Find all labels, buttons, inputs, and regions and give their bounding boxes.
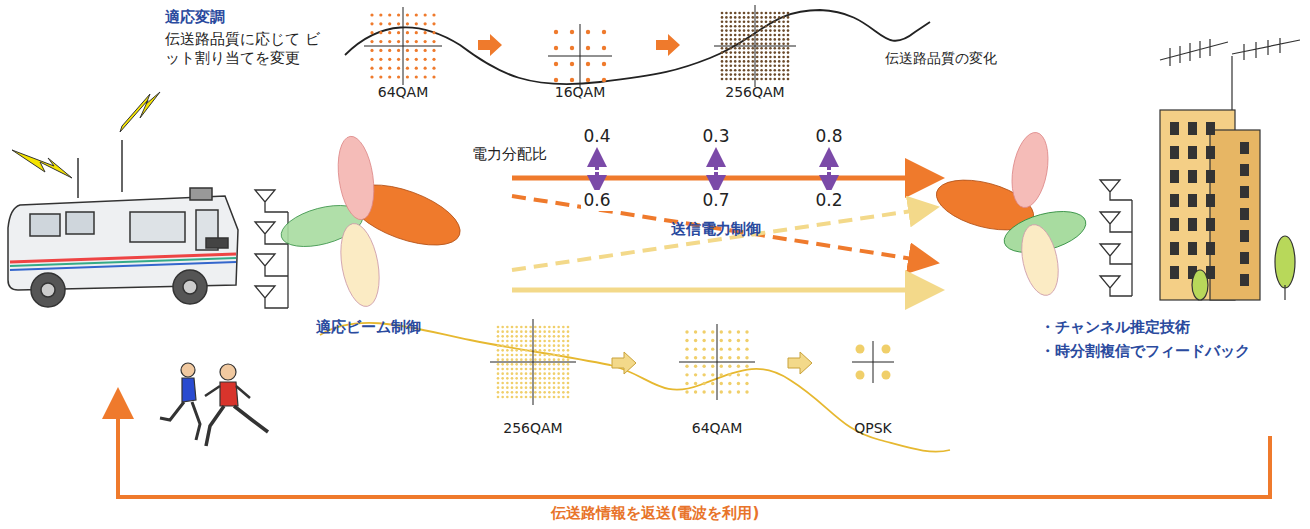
modulation-label: 64QAM xyxy=(378,84,429,102)
tx-beam-pattern xyxy=(277,134,468,309)
modulation-label: 64QAM xyxy=(692,420,743,438)
function-label: 送信電力制御 xyxy=(671,220,761,239)
constellations xyxy=(364,5,894,405)
modulation-label: QPSK xyxy=(854,420,892,438)
ratio-number: 0.3 xyxy=(700,126,731,147)
heading: 適応変調 xyxy=(165,8,225,27)
power-ratio-arrows xyxy=(597,155,829,187)
transition-arrows xyxy=(478,34,812,374)
quality-curve-bottom xyxy=(320,323,950,452)
tx-antenna-array xyxy=(255,190,288,308)
feedback-arrow xyxy=(118,395,1270,497)
lightning xyxy=(12,92,160,178)
modulation-label: 256QAM xyxy=(503,420,562,438)
modulation-label: 16QAM xyxy=(555,84,606,102)
ratio-number: 0.8 xyxy=(813,126,844,147)
ratio-number: 0.2 xyxy=(813,190,844,211)
rx-beam-pattern xyxy=(931,130,1090,299)
feature-label: ・時分割複信でフィードバック xyxy=(1040,342,1250,361)
ratio-number: 0.7 xyxy=(700,190,731,211)
function-label: 適応ビーム制御 xyxy=(316,318,421,337)
power-ratio-label: 電力分配比 xyxy=(472,145,547,164)
ratio-number: 0.6 xyxy=(581,190,612,211)
modulation-label: 256QAM xyxy=(725,84,784,102)
feature-label: ・チャンネル推定技術 xyxy=(1040,318,1190,337)
feedback-label: 伝送路情報を返送(電波を利用) xyxy=(551,504,760,523)
ratio-number: 0.4 xyxy=(581,126,612,147)
relay-truck xyxy=(8,140,238,307)
rx-antenna-array xyxy=(1100,180,1132,296)
curve-label: 伝送路品質の変化 xyxy=(885,50,997,68)
building xyxy=(1160,38,1300,300)
runners xyxy=(160,363,268,446)
description: 伝送路品質に応じて ビット割り当てを変更 xyxy=(165,30,324,68)
stream-arrows xyxy=(512,178,935,290)
quality-curve-top xyxy=(345,10,930,84)
